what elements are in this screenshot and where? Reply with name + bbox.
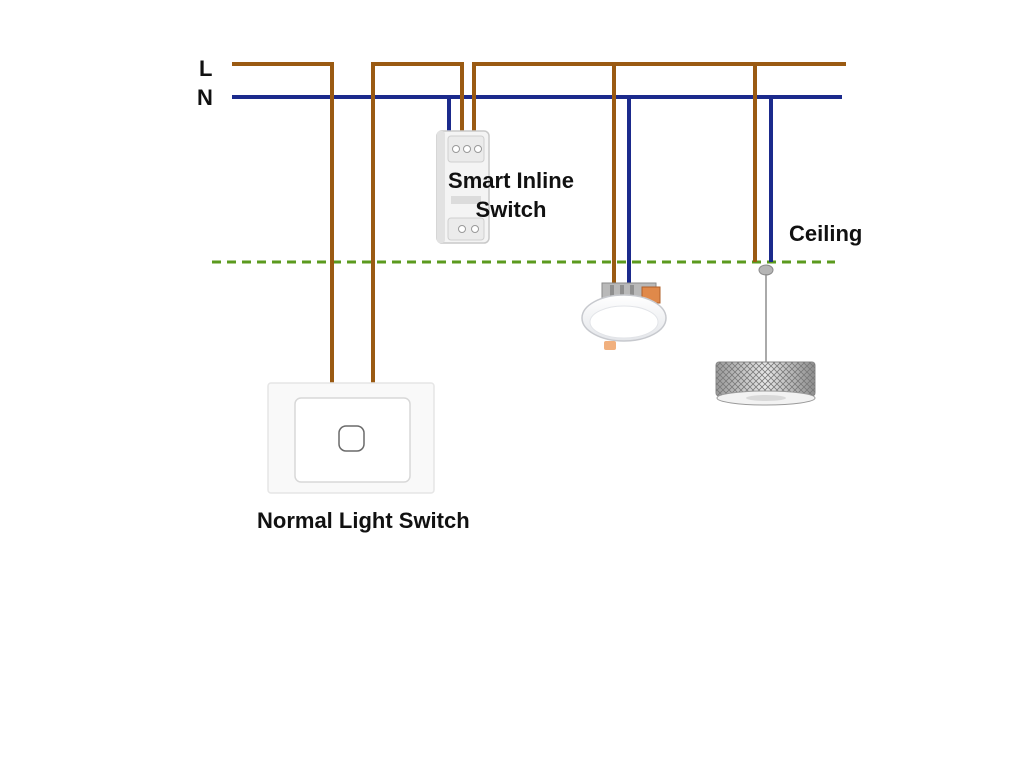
neutral-label: N (197, 85, 213, 110)
smart-switch-label: Smart Inline Switch (440, 166, 582, 224)
normal-light-switch (267, 382, 435, 494)
smart-switch-label-line2: Switch (475, 197, 547, 222)
ceiling-label: Ceiling (789, 221, 863, 246)
smart-switch-label-line1: Smart Inline (448, 168, 574, 193)
pendant-light (715, 264, 816, 406)
downlight (581, 282, 667, 350)
switched-live-to-lights (472, 62, 846, 134)
live-wires (232, 62, 846, 384)
live-feed-to-switch (232, 62, 334, 384)
neutral-drops (447, 97, 773, 285)
normal-switch-label: Normal Light Switch (257, 508, 470, 533)
switched-live-to-smart-switch (371, 62, 464, 384)
smart-inline-switch (436, 130, 490, 244)
live-label: L (199, 56, 213, 81)
